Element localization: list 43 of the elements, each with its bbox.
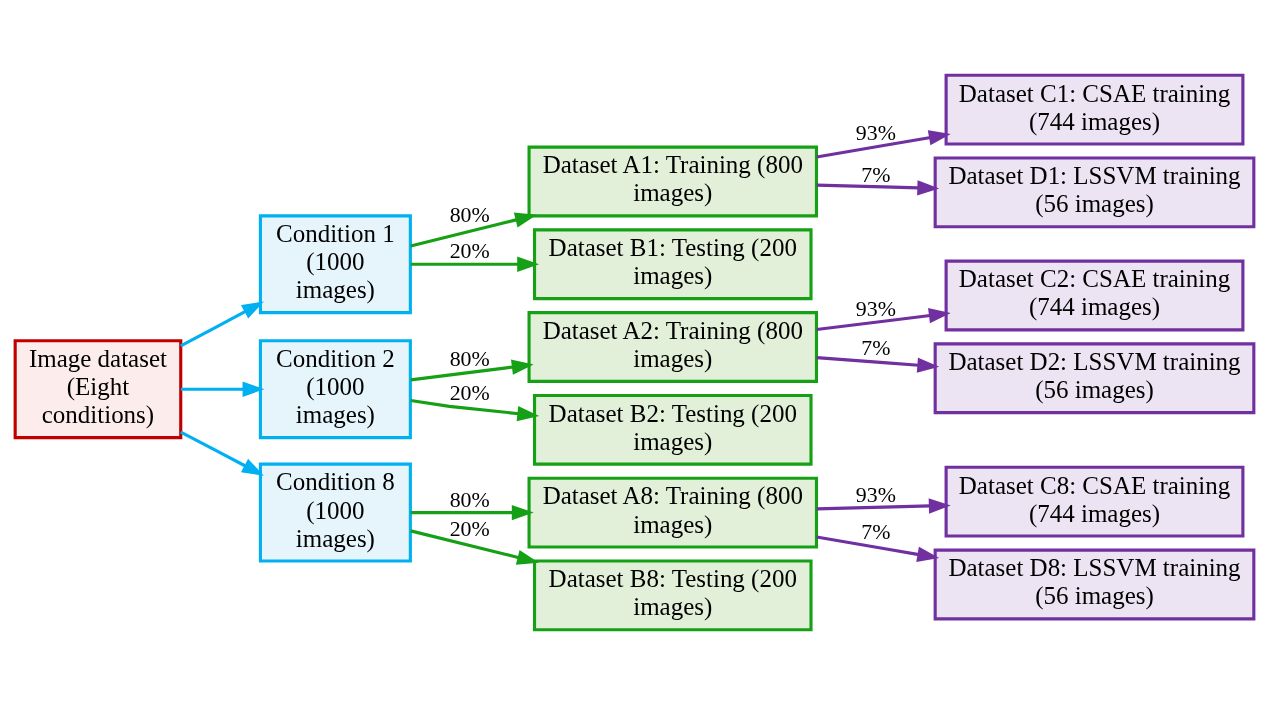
edge-label: 93% [855, 120, 896, 145]
arrow [410, 504, 534, 521]
node-box: Dataset C2: CSAE training (744 images) [944, 259, 1245, 332]
node-box: Dataset A2: Training (800 images) [527, 311, 819, 383]
node-box: Condition 2 (1000 images) [258, 339, 412, 440]
arrow [180, 430, 264, 476]
node-box: Image dataset (Eight conditions) [13, 339, 183, 440]
edge-label: 7% [861, 520, 891, 545]
arrow [410, 529, 539, 565]
arrow [816, 130, 951, 159]
arrow [410, 359, 534, 382]
node-box: Condition 1 (1000 images) [258, 214, 412, 315]
arrow [816, 356, 940, 373]
arrow [410, 398, 540, 422]
node-box: Dataset D1: LSSVM training (56 images) [933, 156, 1256, 229]
node-box: Dataset D8: LSSVM training (56 images) [933, 548, 1256, 621]
arrow [816, 498, 951, 514]
node-box: Dataset B1: Testing (200 images) [532, 228, 813, 301]
arrow [410, 256, 540, 272]
edge-label: 20% [449, 239, 490, 264]
arrow [816, 180, 940, 196]
node-box: Dataset A1: Training (800 images) [527, 145, 819, 218]
edge-label: 20% [449, 517, 490, 542]
node-box: Dataset B2: Testing (200 images) [532, 393, 813, 466]
node-box: Dataset B8: Testing (200 images) [532, 559, 813, 632]
arrow [816, 535, 940, 562]
node-box: Dataset C1: CSAE training (744 images) [944, 73, 1245, 146]
edge-label: 7% [861, 162, 891, 187]
arrow [180, 381, 265, 397]
arrow [410, 212, 537, 248]
node-box: Condition 8 (1000 images) [258, 462, 412, 563]
arrow [816, 308, 951, 332]
node-box: Dataset D2: LSSVM training (56 images) [933, 342, 1256, 415]
node-box: Dataset A8: Training (800 images) [527, 476, 819, 549]
edge-label: 7% [861, 336, 891, 361]
edge-label: 20% [449, 381, 490, 406]
node-box: Dataset C8: CSAE training (744 images) [944, 465, 1245, 538]
edge-label: 80% [449, 487, 490, 512]
edge-label: 93% [855, 297, 896, 322]
edge-label: 80% [449, 203, 490, 228]
arrow [180, 301, 264, 348]
edge-label: 93% [855, 482, 896, 507]
edge-label: 80% [449, 347, 490, 372]
